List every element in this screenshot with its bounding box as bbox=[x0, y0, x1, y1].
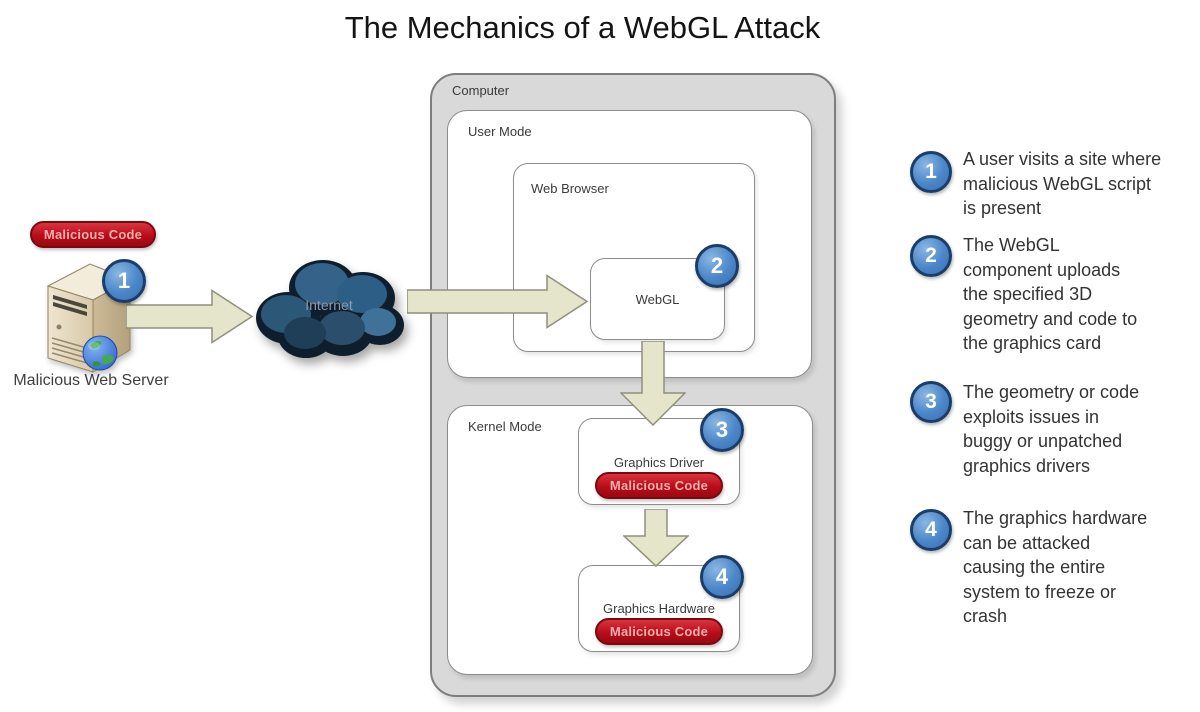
user-mode-label: User Mode bbox=[468, 124, 532, 139]
computer-label: Computer bbox=[452, 83, 510, 98]
legend-text-1: A user visits a site where malicious Web… bbox=[963, 149, 1162, 218]
malicious-code-pill-hardware: Malicious Code bbox=[595, 618, 723, 645]
internet-label: Internet bbox=[305, 297, 353, 313]
arrow-webgl-to-driver-icon bbox=[620, 341, 686, 426]
page-title: The Mechanics of a WebGL Attack bbox=[344, 10, 821, 45]
step-badge-2: 2 bbox=[695, 244, 739, 288]
legend-step-3-badge: 3 bbox=[910, 381, 952, 423]
webgl-box: WebGL bbox=[590, 258, 725, 340]
internet-cloud-icon: Internet bbox=[256, 260, 404, 358]
step-badge-1: 1 bbox=[102, 259, 146, 303]
legend-step-4-badge: 4 bbox=[910, 509, 952, 551]
graphics-driver-label: Graphics Driver bbox=[613, 455, 705, 470]
legend-text-4: The graphics hardware can be attacked ca… bbox=[963, 508, 1148, 626]
globe-icon bbox=[82, 335, 118, 371]
arrow-server-to-internet-icon bbox=[126, 289, 254, 344]
legend-text-2: The WebGL component uploads the specifie… bbox=[963, 235, 1138, 353]
legend-text-3: The geometry or code exploits issues in … bbox=[963, 382, 1140, 476]
malicious-code-pill-server: Malicious Code bbox=[30, 221, 156, 248]
web-browser-label: Web Browser bbox=[531, 181, 609, 196]
malicious-code-pill-driver: Malicious Code bbox=[595, 472, 723, 499]
webgl-label: WebGL bbox=[635, 291, 680, 307]
graphics-hardware-label: Graphics Hardware bbox=[603, 601, 715, 616]
step-badge-4: 4 bbox=[700, 555, 744, 599]
arrow-driver-to-hardware-icon bbox=[623, 509, 689, 567]
step-badge-3: 3 bbox=[700, 408, 744, 452]
arrow-internet-to-webgl-icon bbox=[407, 274, 589, 329]
legend-step-1-badge: 1 bbox=[910, 151, 952, 193]
kernel-mode-label: Kernel Mode bbox=[468, 419, 542, 434]
malicious-web-server-label: Malicious Web Server bbox=[13, 372, 169, 389]
legend-step-2-badge: 2 bbox=[910, 235, 952, 277]
